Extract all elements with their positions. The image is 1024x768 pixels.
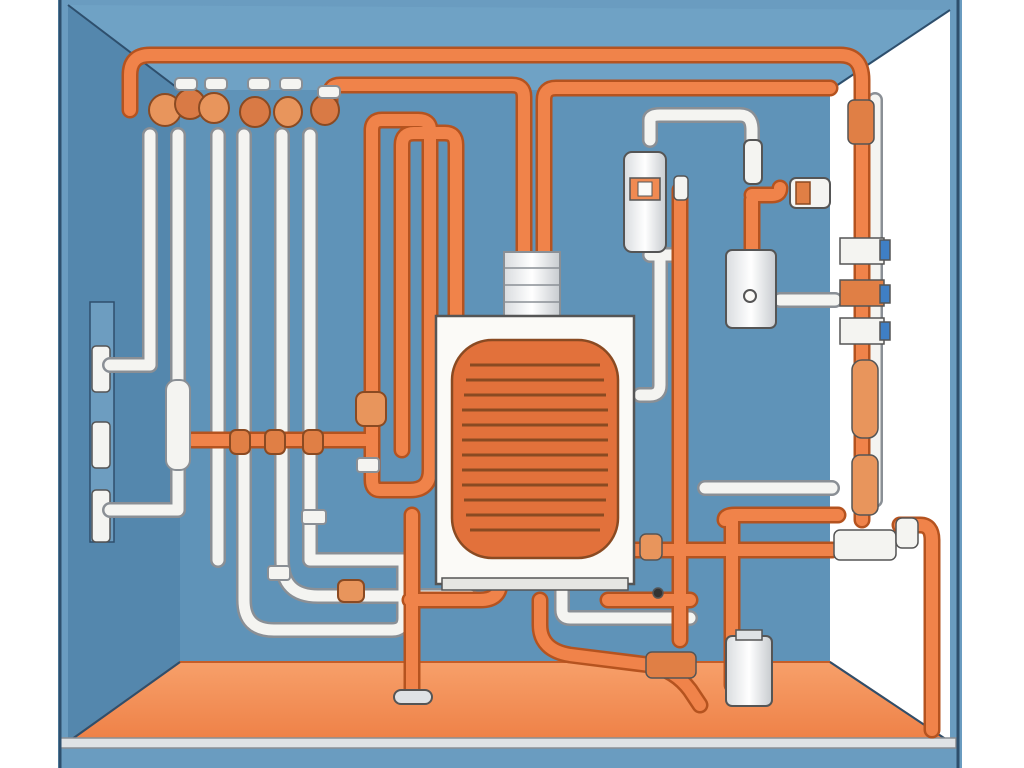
pipe-fittings (165, 379, 433, 705)
floor (64, 661, 954, 743)
valve-icon (337, 579, 365, 603)
floor-left-edge (67, 661, 181, 743)
valve-icon (198, 92, 230, 124)
valve-icon (264, 429, 286, 455)
baseboard (59, 737, 957, 749)
coupling (301, 509, 327, 525)
valve-icon (273, 96, 303, 128)
coupling (356, 457, 380, 473)
coupling (165, 379, 191, 471)
pump-icon (725, 249, 777, 329)
outlet-middle (91, 421, 111, 469)
expansion-tank-icon (725, 629, 773, 707)
right-equipment (623, 99, 919, 707)
ceiling-left-edge (67, 4, 181, 91)
valve-icon (639, 99, 919, 679)
valve-icon (355, 391, 387, 427)
pump-icon (673, 139, 763, 201)
unit-cabinet-base (441, 577, 629, 591)
water-heater-icon (623, 151, 667, 253)
valve-icon (310, 94, 340, 126)
heat-exchanger-unit (434, 251, 636, 591)
manifold-cap (279, 77, 303, 91)
left-outside-strip (0, 0, 58, 768)
valve-icon (302, 429, 324, 455)
ceiling-right-edge (829, 9, 951, 91)
valve-icon (239, 96, 271, 128)
coupling (267, 565, 291, 581)
manifold-cap (204, 77, 228, 91)
gauge-icon (789, 177, 831, 209)
coil-frame (450, 338, 620, 560)
manifold-cap (247, 77, 271, 91)
coil-fins (462, 363, 608, 532)
manifold-cap (317, 85, 341, 99)
valve-icon (229, 429, 251, 455)
manifold-cap (174, 77, 198, 91)
right-outside-strip (962, 0, 1024, 768)
valve-manifold (148, 77, 341, 128)
floor-drain (393, 689, 433, 705)
